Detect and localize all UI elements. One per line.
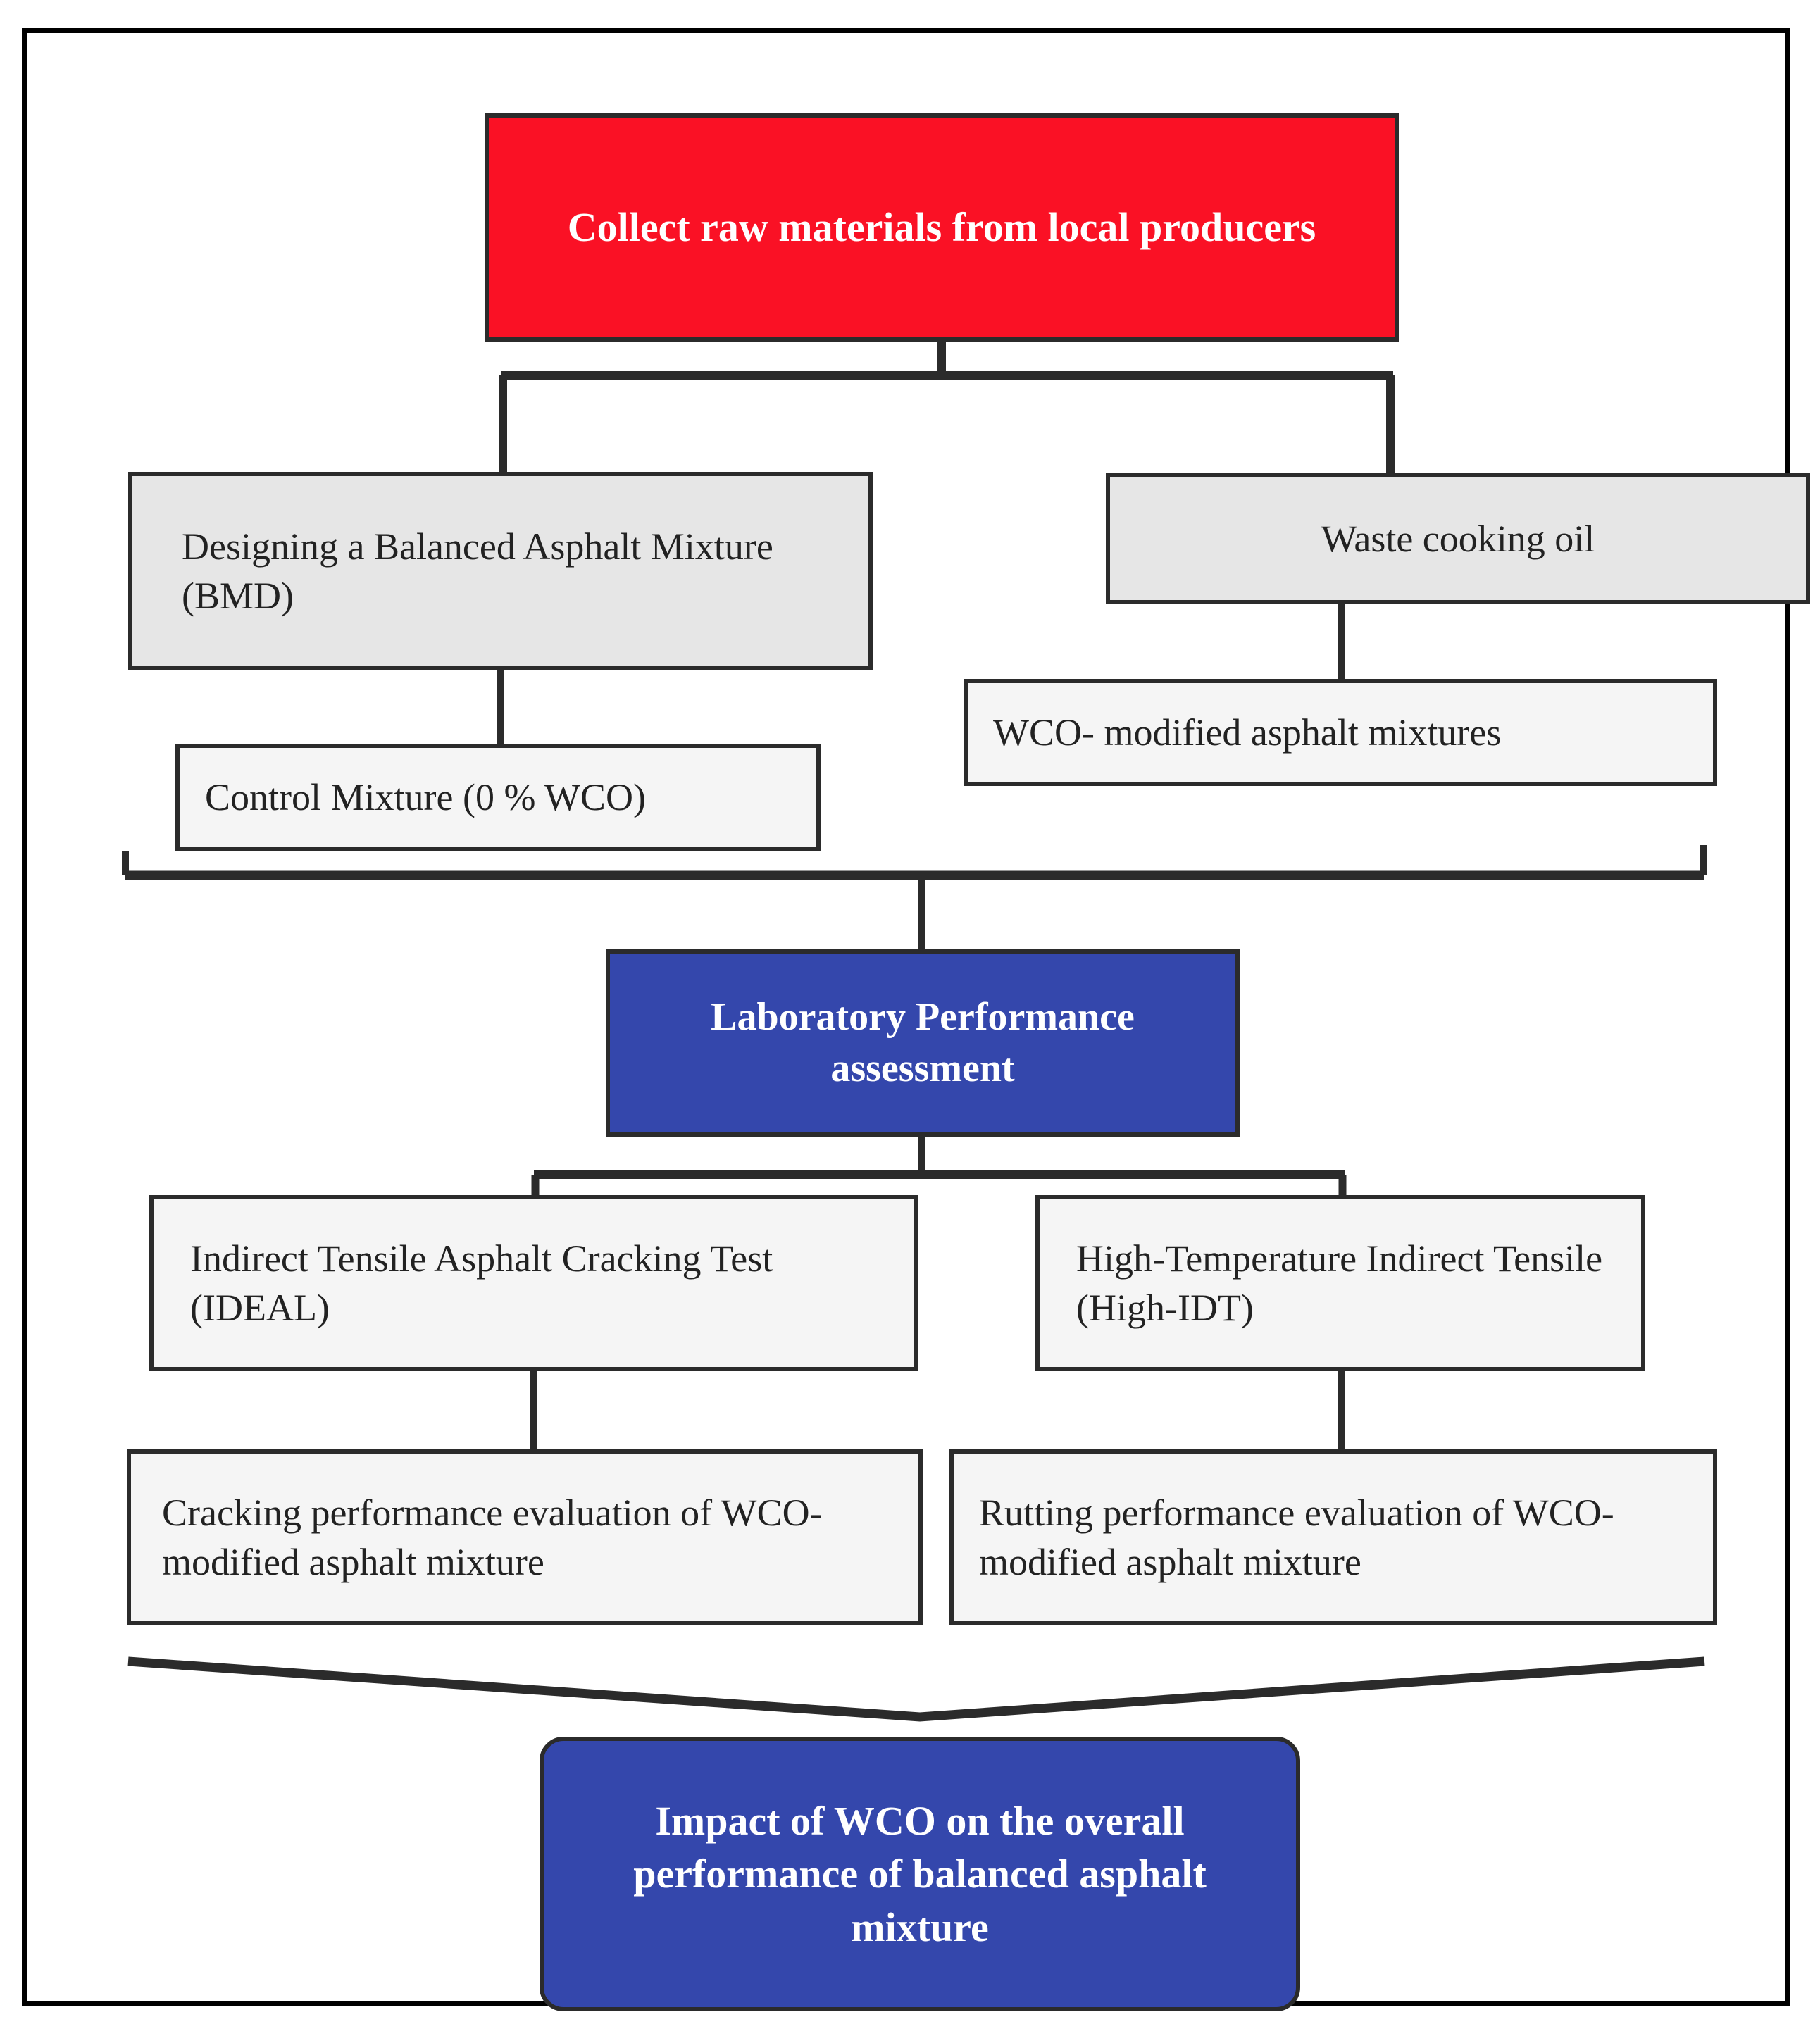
connector-chevron-merge: [127, 1656, 1705, 1722]
node-ideal-cracking-test-label: Indirect Tensile Asphalt Cracking Test (…: [190, 1237, 773, 1329]
node-laboratory-performance-assessment[interactable]: Laboratory Performance assessment: [606, 949, 1240, 1137]
node-cracking-performance-evaluation-label: Cracking performance evaluation of WCO-m…: [162, 1491, 823, 1583]
node-high-idt-test[interactable]: High-Temperature Indirect Tensile (High-…: [1035, 1195, 1645, 1371]
node-high-idt-test-label: High-Temperature Indirect Tensile (High-…: [1076, 1237, 1603, 1329]
node-collect-raw-materials[interactable]: Collect raw materials from local produce…: [485, 113, 1399, 342]
node-wco-modified-asphalt-mixtures[interactable]: WCO- modified asphalt mixtures: [964, 679, 1717, 786]
node-rutting-performance-evaluation[interactable]: Rutting performance evaluation of WCO-mo…: [949, 1449, 1717, 1625]
node-impact-of-wco[interactable]: Impact of WCO on the overall performance…: [540, 1737, 1300, 2011]
node-designing-balanced-asphalt-mixture-label: Designing a Balanced Asphalt Mixture (BM…: [182, 525, 773, 617]
node-designing-balanced-asphalt-mixture[interactable]: Designing a Balanced Asphalt Mixture (BM…: [128, 472, 873, 670]
node-ideal-cracking-test[interactable]: Indirect Tensile Asphalt Cracking Test (…: [149, 1195, 918, 1371]
node-laboratory-performance-assessment-label: Laboratory Performance assessment: [711, 995, 1135, 1090]
node-waste-cooking-oil[interactable]: Waste cooking oil: [1106, 473, 1810, 604]
node-collect-raw-materials-label: Collect raw materials from local produce…: [567, 204, 1316, 251]
node-cracking-performance-evaluation[interactable]: Cracking performance evaluation of WCO-m…: [127, 1449, 923, 1625]
node-rutting-performance-evaluation-label: Rutting performance evaluation of WCO-mo…: [979, 1491, 1614, 1583]
node-control-mixture[interactable]: Control Mixture (0 % WCO): [175, 744, 821, 851]
node-waste-cooking-oil-label: Waste cooking oil: [1321, 517, 1595, 560]
node-impact-of-wco-label: Impact of WCO on the overall performance…: [633, 1797, 1207, 1950]
node-wco-modified-asphalt-mixtures-label: WCO- modified asphalt mixtures: [993, 711, 1502, 754]
node-control-mixture-label: Control Mixture (0 % WCO): [205, 775, 646, 818]
